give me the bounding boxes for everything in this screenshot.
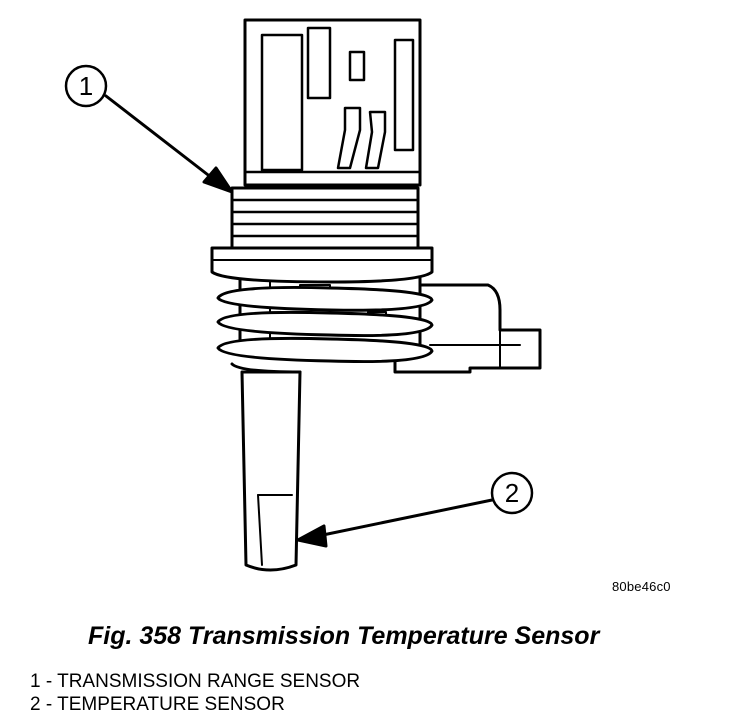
legend-item-2: 2 - TEMPERATURE SENSOR bbox=[30, 694, 285, 715]
image-reference-code: 80be46c0 bbox=[612, 579, 671, 594]
threaded-collar bbox=[210, 186, 434, 284]
callout-2 bbox=[296, 471, 534, 548]
callout-2-number: 2 bbox=[505, 478, 519, 508]
temperature-sensor-probe bbox=[240, 370, 302, 572]
spring-coils bbox=[216, 285, 434, 374]
sensor-illustration: 1 2 bbox=[64, 18, 542, 572]
callout-1-number: 1 bbox=[79, 71, 93, 101]
legend: 1 - TRANSMISSION RANGE SENSOR 2 - TEMPER… bbox=[30, 670, 360, 716]
legend-item-1: 1 - TRANSMISSION RANGE SENSOR bbox=[30, 671, 361, 692]
callout-1 bbox=[64, 64, 234, 194]
figure-caption: Fig. 358 Transmission Temperature Sensor bbox=[88, 622, 600, 650]
connector-head bbox=[243, 18, 422, 187]
